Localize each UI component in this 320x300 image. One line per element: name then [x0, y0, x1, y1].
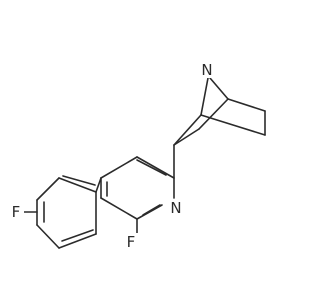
bond	[58, 177, 97, 193]
atom-label-f: F	[12, 203, 21, 221]
bond	[58, 233, 97, 249]
bond	[198, 98, 229, 130]
diagram-canvas: N N F F	[8, 60, 266, 251]
bond	[100, 156, 138, 179]
atom-label-n: N	[201, 61, 212, 79]
atom-n-pyridine: N	[168, 199, 184, 217]
bond	[200, 77, 209, 116]
bond	[61, 229, 94, 242]
bond	[62, 175, 96, 186]
bond	[36, 177, 60, 201]
bond	[227, 98, 266, 112]
molecule-structure: N N F F	[8, 60, 266, 251]
bond	[142, 204, 161, 216]
bond	[209, 77, 229, 100]
phenyl-ring-bonds	[36, 175, 97, 249]
bond	[36, 224, 60, 249]
pyridine-ring-bonds	[100, 156, 175, 220]
atom-label-n: N	[170, 199, 181, 217]
linker-bond	[95, 177, 102, 193]
bond	[173, 114, 202, 146]
atom-label-f: F	[127, 233, 136, 251]
bond	[100, 197, 138, 220]
atom-n-bridge: N	[199, 60, 215, 79]
bond	[136, 156, 175, 179]
bicyclic-ring-bonds	[173, 77, 266, 146]
atom-f-pyridine: F	[123, 233, 139, 251]
bond	[136, 159, 167, 176]
atom-f-phenyl: F	[8, 203, 24, 221]
bond	[200, 114, 266, 136]
bond	[173, 128, 200, 146]
